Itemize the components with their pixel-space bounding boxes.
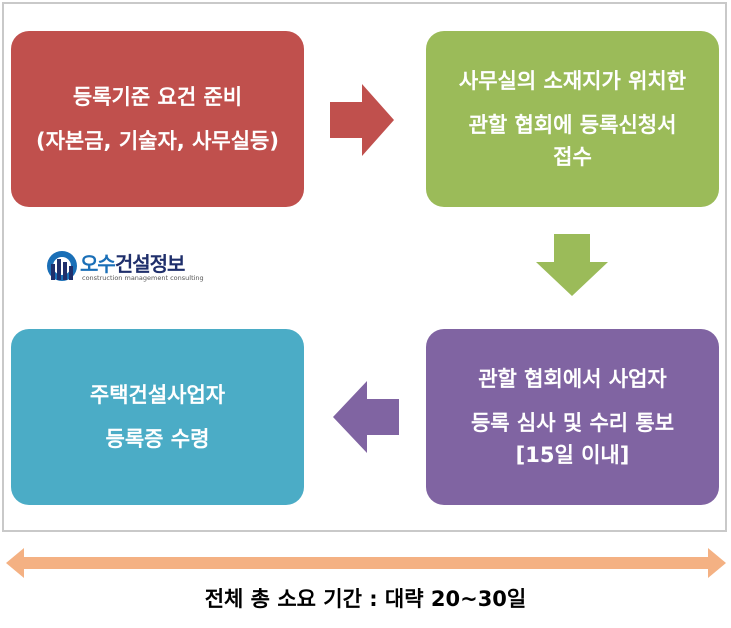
company-logo-icon (47, 251, 77, 281)
arrow-left-icon (333, 381, 399, 453)
step-2-line-1: 사무실의 소재지가 위치한 (458, 68, 687, 93)
logo-name: 오수건설정보 (80, 248, 186, 277)
step-1-line-2: (자본금, 기술자, 사무실등) (36, 129, 279, 153)
step-3-line-3: [15일 이내] (515, 443, 630, 468)
step-1-box: 등록기준 요건 준비 (자본금, 기술자, 사무실등) (11, 31, 304, 207)
step-4-line-1: 주택건설사업자 (89, 382, 226, 407)
total-period-label: 전체 총 소요 기간 : 대략 20~30일 (204, 587, 527, 611)
step-1-line-1: 등록기준 요건 준비 (72, 84, 243, 109)
step-3-line-2: 등록 심사 및 수리 통보 (470, 410, 675, 435)
logo-name-part1: 오수 (80, 252, 116, 276)
company-logo: 오수건설정보 construction management consultin… (46, 248, 206, 288)
logo-name-part2: 건설정보 (114, 252, 186, 276)
step-4-line-2: 등록증 수령 (105, 427, 210, 451)
step-3-line-1: 관할 협회에서 사업자 (478, 366, 667, 391)
step-2-line-3: 접수 (553, 145, 592, 170)
logo-subtitle: construction management consulting (82, 274, 204, 282)
step-4-box: 주택건설사업자 등록증 수령 (11, 329, 304, 505)
step-2-line-2: 관할 협회에 등록신청서 (468, 112, 677, 137)
arrow-down-icon (536, 234, 608, 296)
arrow-right-icon (330, 84, 394, 156)
double-arrow-icon (6, 548, 726, 578)
step-3-box: 관할 협회에서 사업자 등록 심사 및 수리 통보 [15일 이내] (426, 329, 719, 505)
step-2-box: 사무실의 소재지가 위치한 관할 협회에 등록신청서 접수 (426, 31, 719, 207)
